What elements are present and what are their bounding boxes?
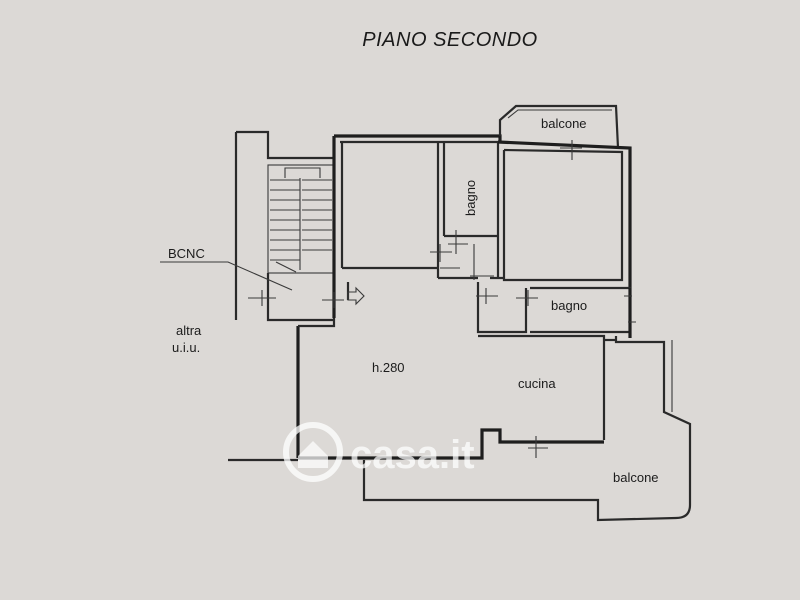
apartment-walls	[296, 104, 632, 460]
stairwell	[234, 130, 335, 322]
openings	[248, 140, 636, 458]
watermark-text: casa.it	[350, 433, 475, 477]
house-icon	[283, 422, 343, 482]
floor-title: PIANO SECONDO	[362, 29, 537, 51]
bagno-right-label: bagno	[551, 298, 587, 313]
cucina-label: cucina	[518, 376, 556, 391]
height-label: h.280	[372, 360, 405, 375]
uiu-label: u.i.u.	[172, 340, 200, 355]
altra-label: altra	[176, 323, 202, 338]
balcone-bottom-label: balcone	[613, 470, 659, 485]
bagno-vertical-label: bagno	[463, 180, 478, 216]
balcone-top-label: balcone	[541, 116, 587, 131]
bcnc-label: BCNC	[168, 246, 205, 261]
bcnc-annotation: BCNC	[160, 246, 293, 291]
casa-it-watermark: casa.it	[283, 422, 475, 482]
